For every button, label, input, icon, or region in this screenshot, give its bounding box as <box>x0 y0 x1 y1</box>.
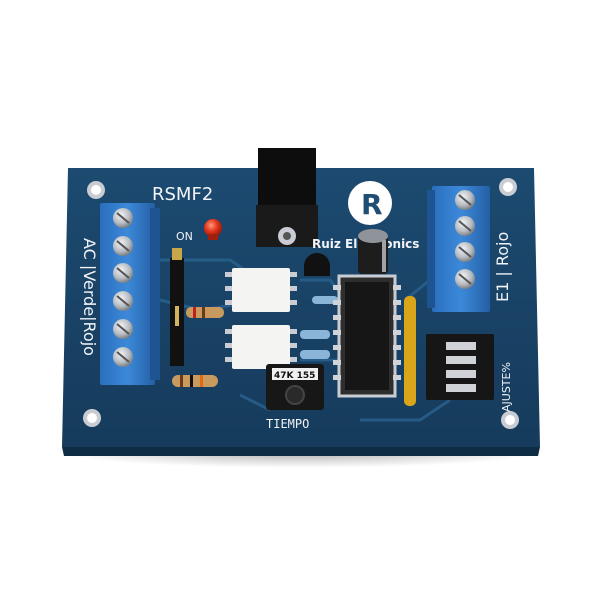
resistor-band <box>202 307 205 318</box>
resistor-band <box>190 375 193 387</box>
right-terminal-label: E1 | Rojo <box>493 232 512 302</box>
left-terminal-block <box>100 203 160 385</box>
pot-label-plate <box>272 368 318 380</box>
terminal-side <box>150 208 160 380</box>
screw-slots <box>116 212 130 363</box>
logo-circle <box>348 181 392 225</box>
ic-body <box>345 282 389 390</box>
model-label: RSMF2 <box>152 184 213 205</box>
pin-header-pin <box>172 248 182 260</box>
dip-toggle <box>446 370 476 378</box>
resistor <box>300 350 330 359</box>
capacitor-top <box>358 229 388 243</box>
resistor-band <box>180 375 183 387</box>
pot-label: TIEMPO <box>266 417 309 431</box>
terminal-side <box>427 190 435 308</box>
brand-logo: R <box>348 181 392 225</box>
left-terminal-label: AC |Verde|Rojo <box>80 238 99 356</box>
screw-slots <box>458 194 472 285</box>
dip-body <box>426 334 494 400</box>
jack-top <box>258 148 316 208</box>
optocoupler-pins <box>225 272 297 362</box>
potentiometer <box>266 364 324 410</box>
ic-chip <box>333 274 401 398</box>
resistors <box>172 296 338 387</box>
ic-pins <box>333 285 401 380</box>
resistor <box>172 375 218 387</box>
mounting-hole-center <box>505 415 515 425</box>
pot-knob <box>285 385 305 405</box>
optocoupler <box>232 268 290 312</box>
resistor-band <box>200 375 203 387</box>
on-label: ON <box>176 230 193 243</box>
power-led <box>204 219 222 240</box>
dip-toggle <box>446 342 476 350</box>
pcb-edge <box>62 447 540 456</box>
mounting-hole-center <box>91 185 101 195</box>
led <box>204 219 222 237</box>
capacitor-stripe <box>382 240 386 272</box>
optocoupler <box>232 325 290 369</box>
dip-toggle <box>446 356 476 364</box>
pin-header-pin <box>175 306 179 326</box>
dip-label: AJUSTE% <box>500 362 513 412</box>
pin-headers <box>170 248 184 366</box>
mounting-holes <box>83 178 519 429</box>
resistor <box>312 296 338 304</box>
film-capacitor <box>404 296 416 406</box>
optocouplers <box>225 268 297 369</box>
transistor <box>304 253 330 276</box>
mounting-hole-center <box>87 413 97 423</box>
capacitor-body <box>358 236 388 274</box>
dip-switch <box>426 334 494 400</box>
right-terminal-block <box>427 186 490 312</box>
svg-text:R: R <box>361 188 383 221</box>
resistor <box>300 330 330 339</box>
capacitor <box>358 229 388 274</box>
pot-value: 47K 155 <box>274 371 315 381</box>
resistor-band <box>193 307 196 318</box>
led-base <box>208 234 218 240</box>
mounting-hole-center <box>503 182 513 192</box>
jack-pin-center <box>283 232 291 240</box>
dc-jack <box>256 148 318 247</box>
dip-toggle <box>446 384 476 392</box>
